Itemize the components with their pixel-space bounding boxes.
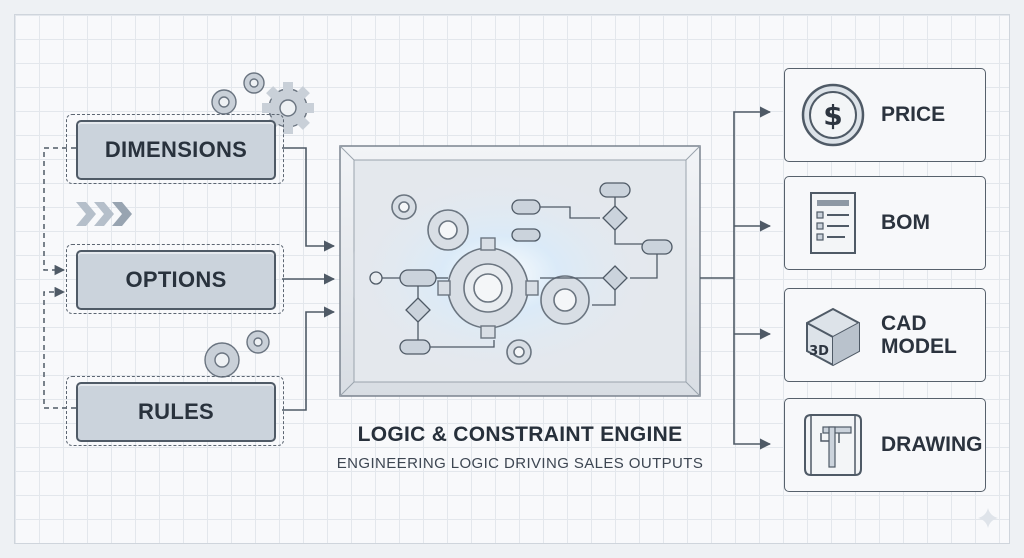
engine-gears-icon: [391, 194, 590, 365]
engine-subtitle: ENGINEERING LOGIC DRIVING SALES OUTPUTS: [336, 455, 704, 472]
drawing-label: DRAWING: [881, 433, 983, 457]
gear-cluster-bottom-icon: [204, 330, 270, 378]
feedback-loops: [43, 147, 76, 409]
cad-model-output: 3D CAD MODEL: [784, 288, 986, 382]
sparkle-icon: [978, 508, 998, 528]
price-output: $ PRICE: [784, 68, 986, 162]
cad-model-label: CAD MODEL: [881, 311, 957, 358]
engine-title: LOGIC & CONSTRAINT ENGINE: [357, 423, 683, 446]
rules-frame: [66, 376, 284, 446]
options-box: OPTIONS: [76, 250, 276, 310]
engine-flowchart-icon: [369, 182, 673, 355]
svg-text:$: $: [823, 99, 842, 132]
svg-text:3D: 3D: [809, 344, 829, 359]
price-label: PRICE: [881, 103, 946, 127]
drawing-output: DRAWING: [784, 398, 986, 492]
options-frame: [66, 244, 284, 314]
blueprint-caliper-icon: [804, 414, 862, 476]
bom-label: BOM: [881, 211, 930, 235]
output-connectors: [700, 106, 772, 450]
bom-output: BOM: [784, 176, 986, 270]
chevrons-icon: [76, 202, 132, 226]
dimensions-box: DIMENSIONS: [76, 120, 276, 180]
input-connectors: [282, 147, 336, 411]
rules-box: RULES: [76, 382, 276, 442]
3d-cube-icon: 3D: [806, 307, 860, 367]
dollar-coin-icon: $: [801, 83, 865, 147]
dimensions-frame: [66, 114, 284, 184]
document-list-icon: [810, 192, 856, 254]
